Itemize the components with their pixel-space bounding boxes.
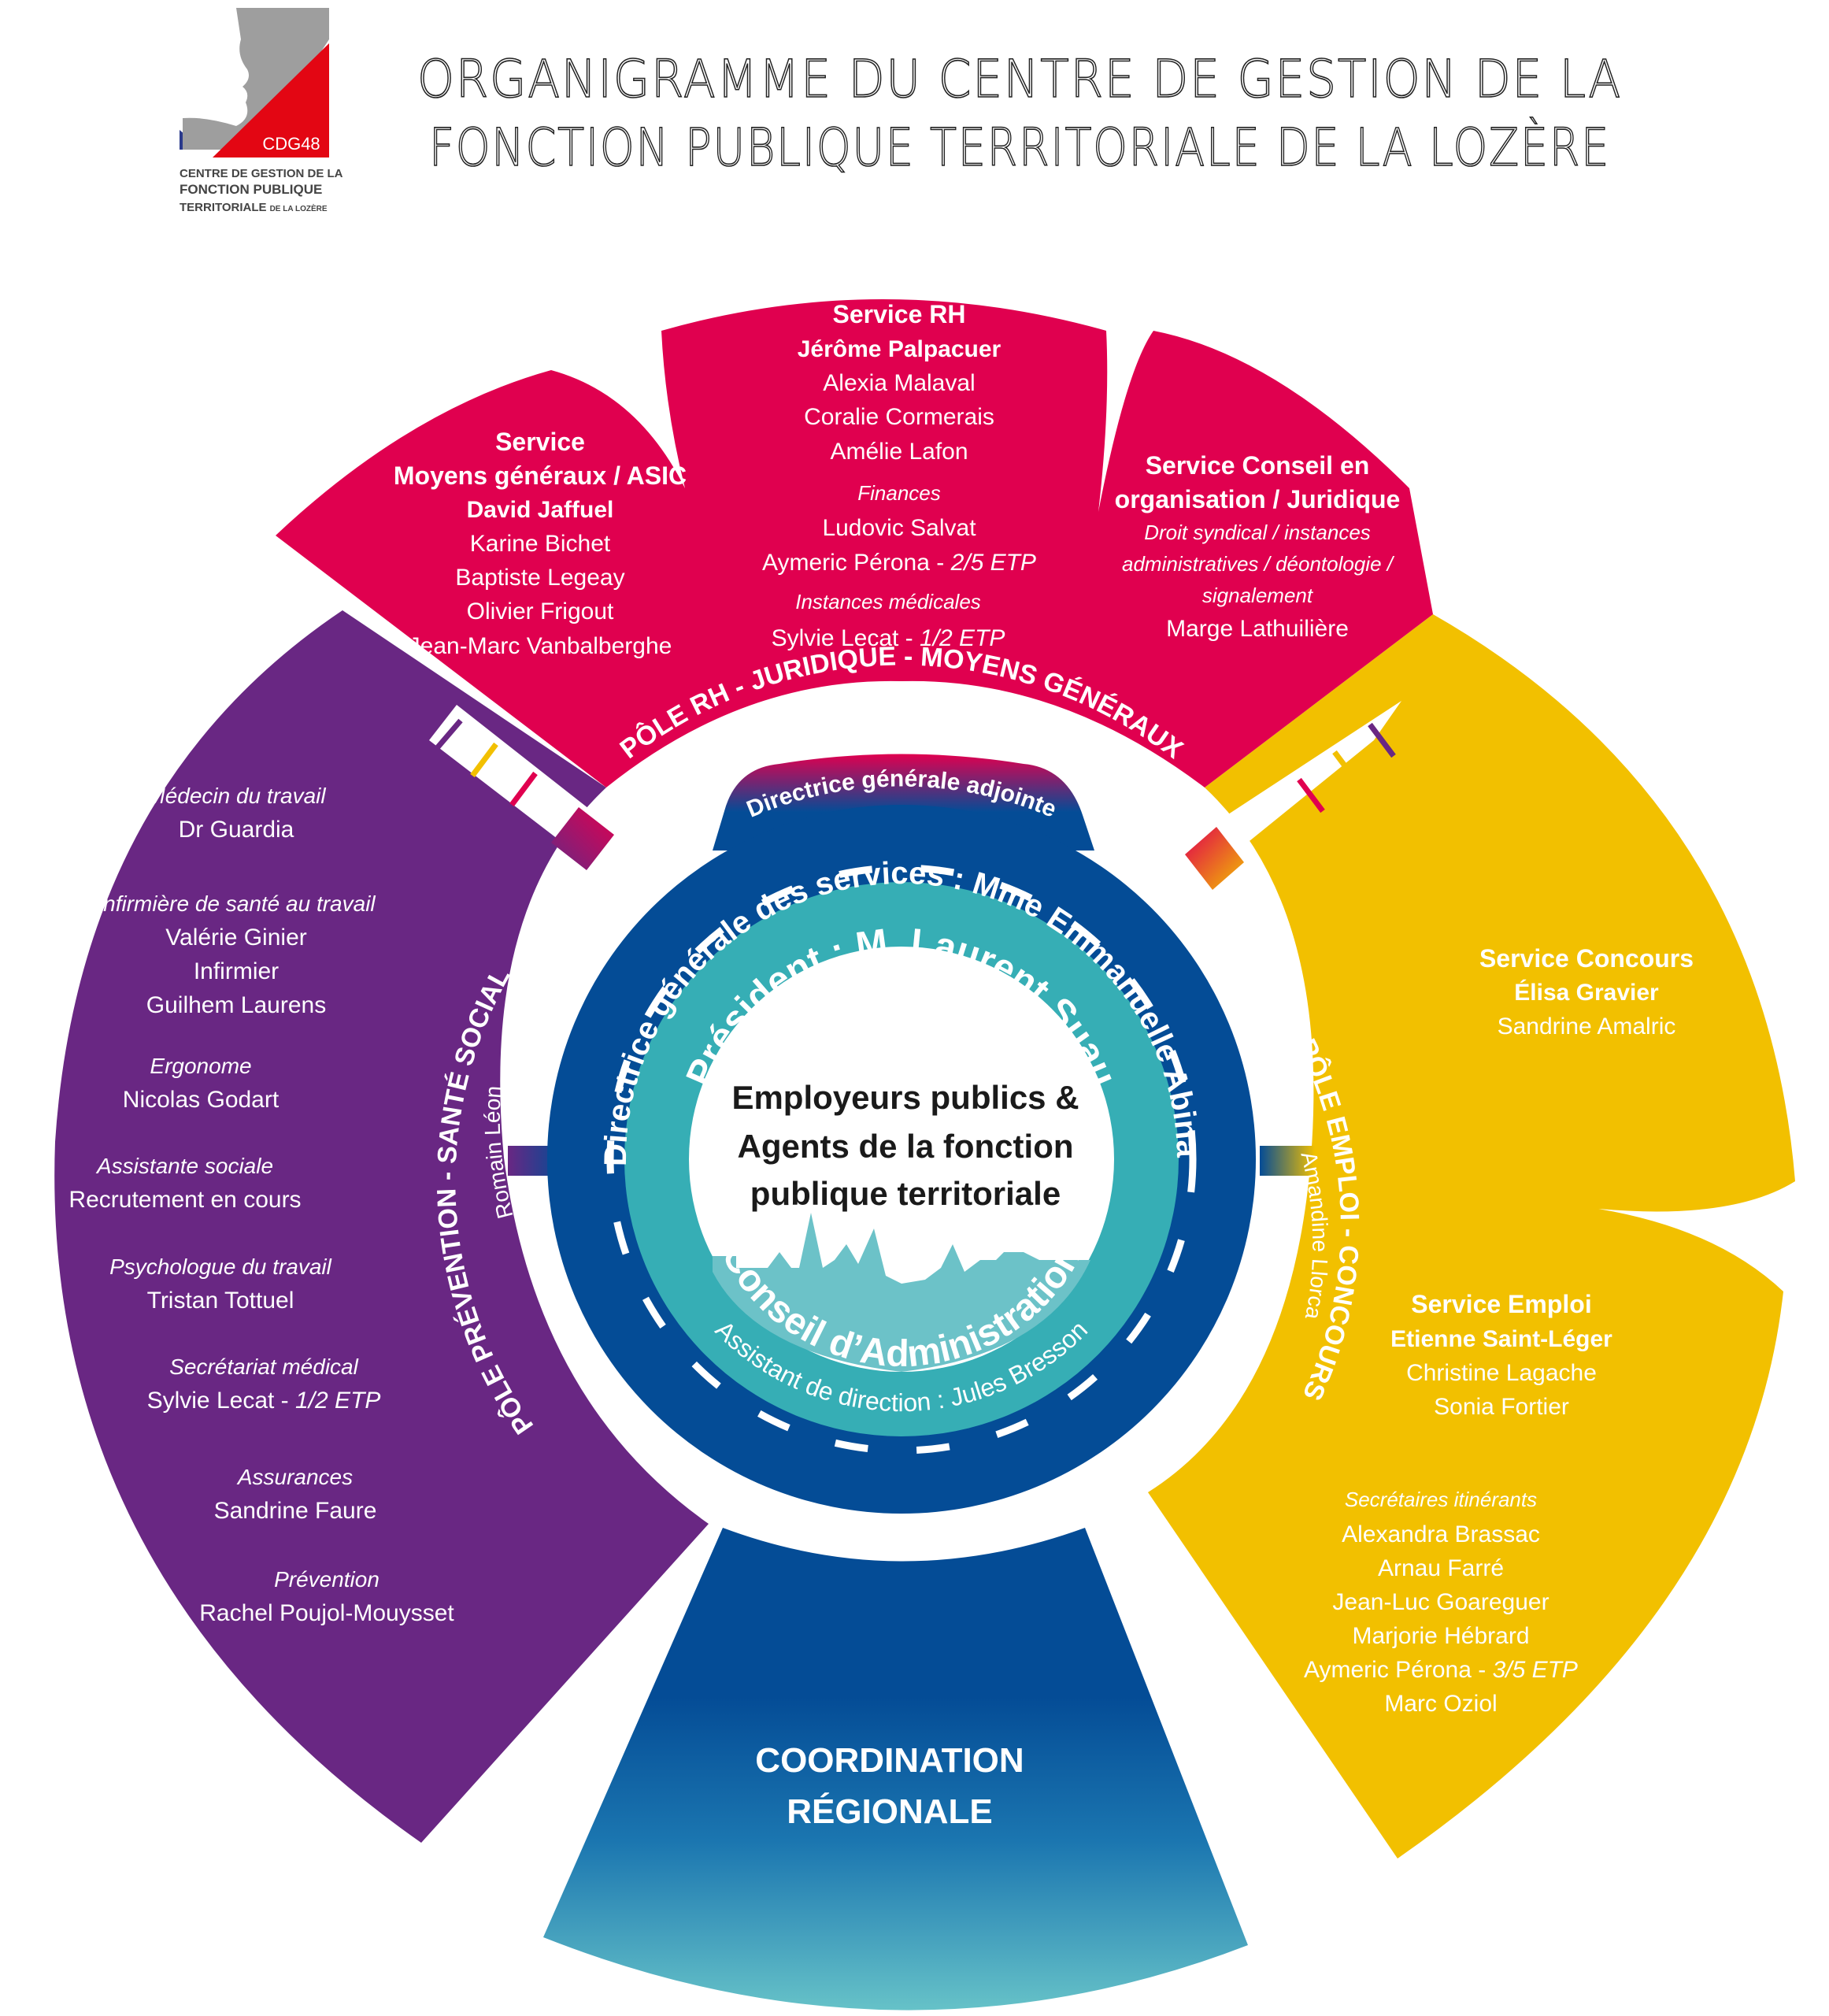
member: Dr Guardia [179, 817, 294, 843]
center-line-3: publique territoriale [750, 1175, 1061, 1212]
logo-line-1: CENTRE DE GESTION DE LA [180, 167, 343, 180]
member: Sylvie Lecat - 1/2 ETP [147, 1388, 381, 1414]
role-label: Instances médicales [795, 590, 981, 613]
member: Karine Bichet [470, 531, 611, 557]
role-label: Psychologue du travail [109, 1254, 332, 1279]
service-head: Jérôme Palpacuer [798, 336, 1002, 362]
service-title: Service Conseil en [1146, 451, 1370, 480]
member: Marjorie Hébrard [1352, 1623, 1529, 1649]
member: Jean-Luc Goareguer [1332, 1589, 1549, 1615]
logo-profile-grey [183, 8, 329, 150]
member: Baptiste Legeay [455, 565, 624, 591]
service-emploi: Service Emploi Etienne Saint-Léger Chris… [1390, 1290, 1612, 1420]
service-head: David Jaffuel [467, 497, 614, 523]
role-label: Secrétaires itinérants [1345, 1488, 1537, 1511]
role-label: Ergonome [150, 1054, 251, 1078]
member: Ludovic Salvat [822, 515, 976, 541]
member: Marge Lathuilière [1166, 616, 1349, 642]
center-line-1: Employeurs publics & [731, 1079, 1079, 1116]
dashed-separator [606, 864, 1197, 1455]
member: Recrutement en cours [68, 1187, 301, 1213]
member: Marc Oziol [1384, 1691, 1497, 1717]
secretaires-itinerants: Secrétaires itinérants Alexandra Brassac… [1304, 1488, 1578, 1717]
service-title: Service [495, 428, 585, 456]
service-title: Service RH [833, 300, 966, 328]
page-title-line-1: ORGANIGRAMME DU CENTRE DE GESTION DE LA [417, 49, 1622, 109]
member: Sonia Fortier [1434, 1394, 1569, 1420]
service-desc: signalement [1202, 584, 1314, 607]
logo-red-corner [213, 43, 329, 158]
member: Valérie Ginier [165, 925, 307, 951]
member: Sandrine Amalric [1498, 1014, 1676, 1040]
member: Aymeric Pérona - 3/5 ETP [1304, 1657, 1578, 1683]
member: Olivier Frigout [467, 598, 614, 624]
member: Guilhem Laurens [146, 992, 326, 1018]
member: Rachel Poujol-Mouysset [199, 1600, 454, 1626]
connector-pink-purple [429, 705, 622, 870]
coordination-label-2: RÉGIONALE [787, 1792, 993, 1831]
service-title: organisation / Juridique [1115, 485, 1401, 513]
role-label: Secrétariat médical [169, 1354, 358, 1379]
role-label: Assistante sociale [95, 1154, 273, 1178]
center-line-2: Agents de la fonction [737, 1128, 1073, 1165]
service-desc: administratives / déontologie / [1122, 552, 1395, 576]
member: Alexandra Brassac [1342, 1521, 1540, 1547]
role-label: Prévention [274, 1567, 379, 1592]
service-title: Service Concours [1479, 944, 1694, 973]
connector-pink-yellow [1185, 701, 1401, 890]
logo: CDG48 CENTRE DE GESTION DE LA FONCTION P… [180, 8, 343, 214]
member: Infirmier [194, 958, 279, 984]
page-title-line-2: FONCTION PUBLIQUE TERRITORIALE DE LA LOZ… [429, 117, 1610, 178]
member: Alexia Malaval [823, 370, 975, 396]
member: Sylvie Lecat - 1/2 ETP [772, 625, 1005, 651]
logo-line-2: FONCTION PUBLIQUE [180, 182, 322, 197]
service-rh: Service RH Jérôme Palpacuer Alexia Malav… [762, 300, 1036, 651]
member: Arnau Farré [1378, 1555, 1504, 1581]
dga-name: Céline Moutailler [803, 711, 1000, 748]
service-head: Élisa Gravier [1514, 979, 1659, 1006]
member: Jean-Marc Vanbalberghe [409, 633, 672, 659]
role-label: Médecin du travail [146, 784, 326, 808]
member: Nicolas Godart [123, 1087, 280, 1113]
pole-rh-segment [276, 299, 1433, 788]
member: Tristan Tottuel [147, 1288, 294, 1314]
service-title: Moyens généraux / ASIC [394, 461, 687, 490]
role-label: Assurances [236, 1465, 353, 1489]
village-silhouette [713, 1213, 1090, 1372]
member: Coralie Cormerais [804, 404, 994, 430]
pole-prevention-segment [54, 610, 709, 1843]
member: Amélie Lafon [830, 439, 968, 465]
service-desc: Droit syndical / instances [1144, 521, 1371, 544]
member: Sandrine Faure [214, 1498, 377, 1524]
member: Aymeric Pérona - 2/5 ETP [762, 550, 1036, 576]
connector-blue-yellow [1260, 1146, 1315, 1176]
service-head: Etienne Saint-Léger [1390, 1326, 1612, 1352]
member: Christine Lagache [1406, 1360, 1597, 1386]
service-moyens-generaux: Service Moyens généraux / ASIC David Jaf… [394, 428, 687, 659]
service-conseil-juridique: Service Conseil en organisation / Juridi… [1115, 451, 1401, 642]
service-title: Service Emploi [1411, 1290, 1591, 1318]
role-label: Finances [857, 481, 941, 505]
role-label: Infirmière de santé au travail [97, 891, 376, 916]
coordination-label-1: COORDINATION [755, 1741, 1024, 1780]
coordination-segment [543, 1528, 1248, 2010]
pole-emploi-segment [1148, 614, 1795, 1858]
service-concours: Service Concours Élisa Gravier Sandrine … [1479, 944, 1694, 1040]
logo-badge: CDG48 [262, 134, 320, 154]
